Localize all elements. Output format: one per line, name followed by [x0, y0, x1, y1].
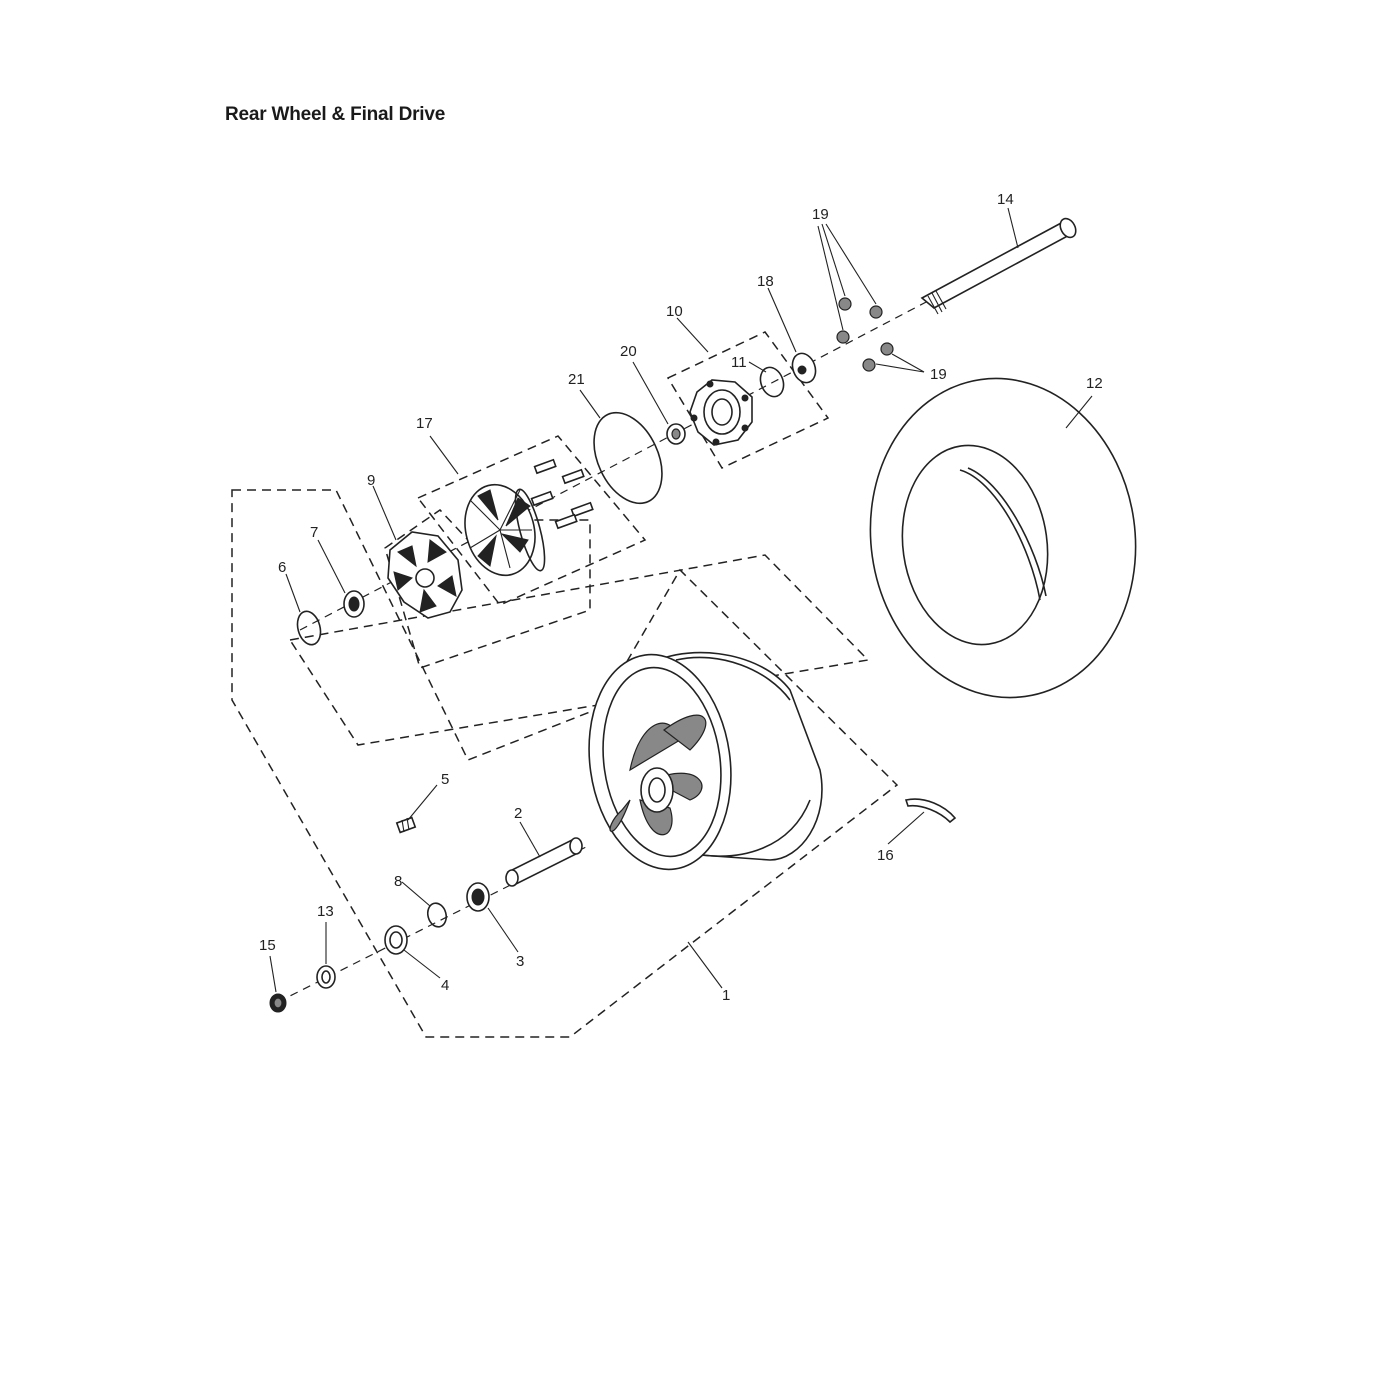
- callout-16: 16: [877, 847, 894, 864]
- callout-21: 21: [568, 371, 585, 388]
- wheel-assembly-group-outline: [231, 489, 899, 1038]
- oring-part-6: [296, 610, 322, 646]
- sprocket-carrier-group-outline: [666, 331, 830, 469]
- spacer-part-18: [791, 352, 817, 384]
- valve-part-16: [904, 798, 957, 824]
- callout-4: 4: [441, 977, 449, 994]
- bearing-part-7: [343, 590, 365, 618]
- wheel-part-1: [588, 651, 823, 871]
- callout-8: 8: [394, 873, 402, 890]
- nuts-part-19: [836, 297, 894, 372]
- callout-5: 5: [441, 771, 449, 788]
- leader-lines: [269, 207, 1093, 993]
- callout-2: 2: [514, 805, 522, 822]
- spacer-tube-part-2: [505, 837, 583, 887]
- cush-rubber-part-9: [387, 531, 463, 619]
- sprocket-carrier-part-10: [689, 379, 753, 446]
- circlip-part-21: [593, 411, 663, 505]
- callout-15: 15: [259, 937, 276, 954]
- spacer-part-13: [316, 965, 336, 989]
- circlip-part-8: [426, 902, 448, 928]
- callout-11: 11: [731, 354, 747, 371]
- callout-13: 13: [317, 903, 334, 920]
- oring-part-11: [759, 366, 785, 398]
- diagram-title: Rear Wheel & Final Drive: [225, 104, 446, 125]
- callout-12: 12: [1086, 375, 1103, 392]
- callout-labels: 1 2 3 4 5 6 7 8 9 10 11 12 13 14 15 16 1…: [259, 191, 1103, 1004]
- bearing-part-3: [466, 882, 490, 912]
- callout-10: 10: [666, 303, 683, 320]
- callout-20: 20: [620, 343, 637, 360]
- callout-3: 3: [516, 953, 524, 970]
- bearing-part-20: [666, 423, 686, 445]
- callout-7: 7: [310, 524, 318, 541]
- callout-17: 17: [416, 415, 433, 432]
- drive-flange-part-17: [464, 458, 594, 577]
- seal-part-4: [384, 925, 408, 955]
- drive-flange-group-outline: [416, 435, 647, 606]
- bolt-part-5: [395, 816, 417, 834]
- callout-6: 6: [278, 559, 286, 576]
- callout-19-upper: 19: [812, 206, 829, 223]
- tire-part-12: [869, 377, 1137, 699]
- callout-14: 14: [997, 191, 1014, 208]
- callout-1: 1: [722, 987, 730, 1004]
- callout-19-lower: 19: [930, 366, 947, 383]
- callout-18: 18: [757, 273, 774, 290]
- callout-9: 9: [367, 472, 375, 489]
- hub-drive-group-outline: [288, 554, 870, 746]
- axle-part-14: [920, 217, 1077, 315]
- nut-part-15: [269, 993, 287, 1013]
